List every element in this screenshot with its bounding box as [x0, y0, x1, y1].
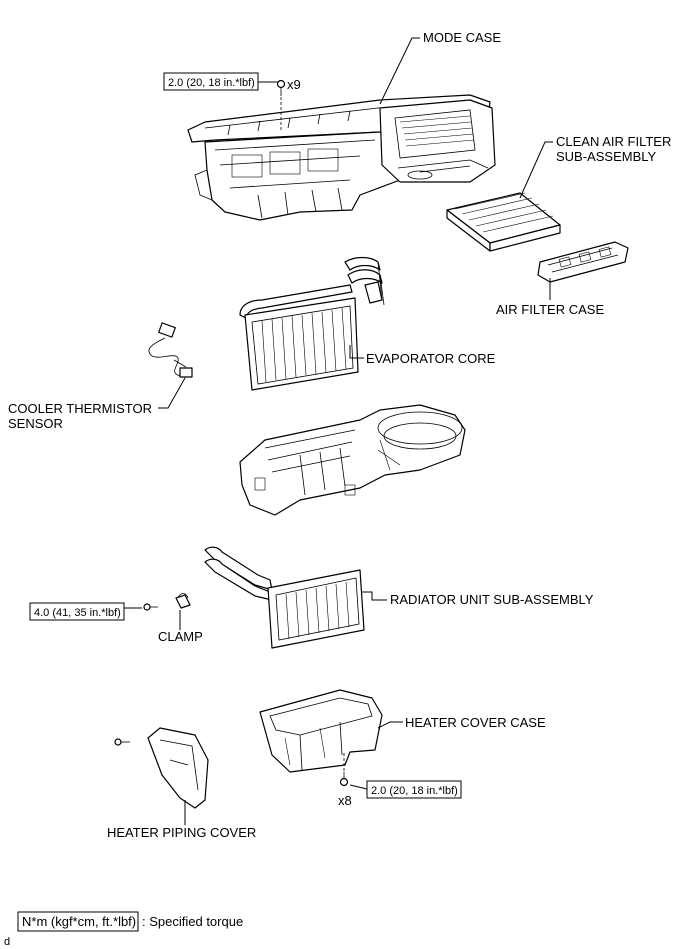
- radiator-unit-leader: [362, 591, 387, 601]
- evaporator-core-label: EVAPORATOR CORE: [366, 351, 496, 366]
- mode-case-leader: [379, 37, 420, 105]
- heater-piping-screw: [114, 738, 130, 746]
- heater-cover-torque-text: 2.0 (20, 18 in.*lbf): [371, 785, 458, 797]
- clamp-torque-box: [29, 602, 125, 621]
- cooler-thermistor-part: [148, 322, 193, 378]
- clamp-screw: [143, 603, 158, 611]
- corner-mark: d: [4, 936, 10, 948]
- clamp-part: [175, 593, 191, 609]
- cooler-thermistor-label-line2: SENSOR: [8, 416, 63, 431]
- air-filter-case-part: [537, 241, 629, 283]
- mode-case-torque-text: 2.0 (20, 18 in.*lbf): [168, 77, 255, 89]
- heater-cover-case-part: [259, 689, 383, 773]
- clean-air-filter-part: [446, 192, 561, 252]
- heater-cover-torque-box: [366, 780, 462, 799]
- legend-box: [17, 911, 139, 932]
- mode-case-part: [187, 94, 496, 221]
- evaporator-core-leader: [349, 345, 364, 359]
- legend-meaning: : Specified torque: [142, 914, 243, 929]
- mode-case-screw-qty: x9: [287, 77, 301, 92]
- cooler-thermistor-leader: [158, 377, 186, 409]
- air-conditioning-unit-case: [239, 404, 466, 516]
- heater-cover-screw: [339, 752, 349, 787]
- cooler-thermistor-label-line1: COOLER THERMISTOR: [8, 401, 152, 416]
- mode-case-screw: [276, 79, 286, 130]
- heater-cover-screw-qty: x8: [338, 793, 352, 808]
- clean-air-filter-leader: [519, 141, 553, 199]
- heater-cover-case-label: HEATER COVER CASE: [405, 715, 546, 730]
- clean-air-filter-label-line1: CLEAN AIR FILTER: [556, 134, 671, 149]
- air-filter-case-label: AIR FILTER CASE: [496, 302, 604, 317]
- heater-piping-cover-label: HEATER PIPING COVER: [107, 825, 256, 840]
- heater-cover-case-leader: [377, 721, 403, 729]
- heater-piping-cover-part: [147, 727, 209, 809]
- clamp-torque-text: 4.0 (41, 35 in.*lbf): [34, 607, 121, 619]
- heater-cover-torque-leader: [349, 784, 368, 790]
- mode-case-label: MODE CASE: [423, 30, 501, 45]
- legend-unit: N*m (kgf*cm, ft.*lbf): [22, 914, 136, 929]
- radiator-unit-label: RADIATOR UNIT SUB-ASSEMBLY: [390, 592, 594, 607]
- evaporator-core-part: [239, 256, 385, 391]
- radiator-unit-part: [204, 546, 365, 649]
- clean-air-filter-label-line2: SUB-ASSEMBLY: [556, 149, 657, 164]
- clamp-label: CLAMP: [158, 629, 203, 644]
- mode-case-torque-box: [163, 72, 259, 91]
